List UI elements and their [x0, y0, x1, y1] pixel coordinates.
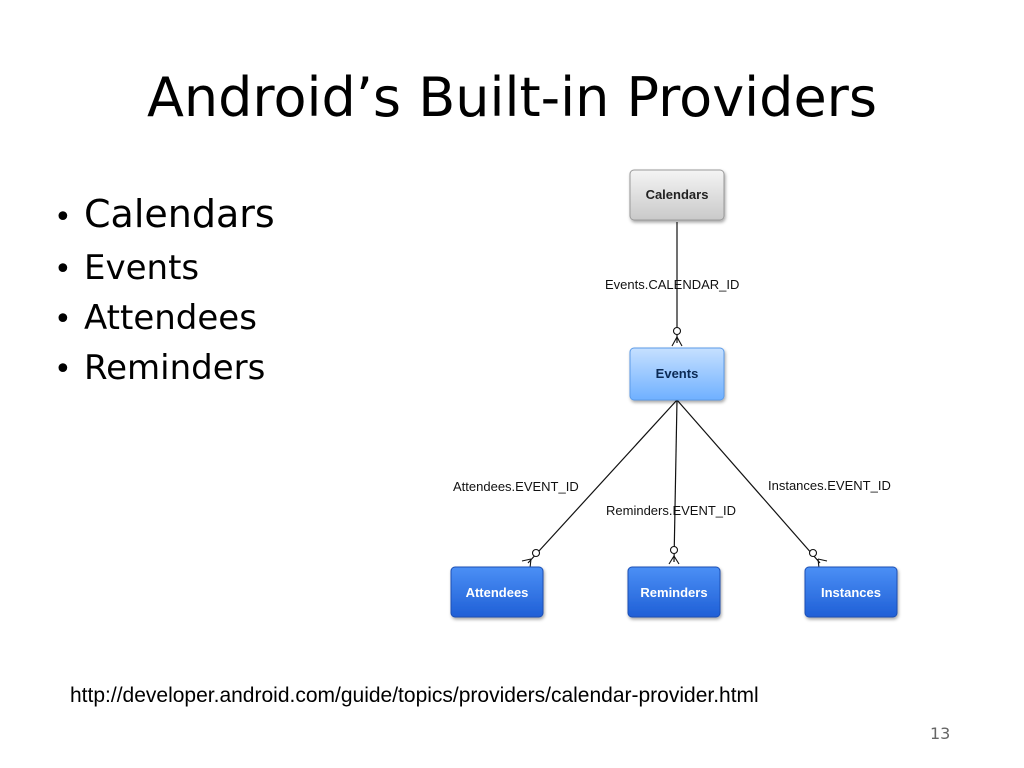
edge-line-events-attendees [527, 399, 678, 564]
bullet-dot: • [54, 352, 72, 387]
bullet-text: Calendars [84, 192, 275, 236]
bullet-item: • Calendars [54, 188, 275, 244]
bullet-text: Reminders [84, 348, 266, 388]
crowfoot-marker-attendees [521, 548, 541, 569]
edge-line-events-instances [676, 399, 821, 564]
edge-label-events-calendar-id: Events.CALENDAR_ID [605, 277, 739, 292]
node-instances: Instances [804, 566, 898, 618]
node-calendars-label: Calendars [646, 187, 709, 202]
node-attendees: Attendees [450, 566, 544, 618]
calendar-provider-diagram: Events.CALENDAR_ID Attendees.EVENT_ID Re… [450, 169, 898, 618]
edge-label-reminders-event-id: Reminders.EVENT_ID [606, 503, 736, 518]
bullet-text: Attendees [84, 298, 257, 338]
bullet-item: • Attendees [54, 294, 275, 344]
bullet-text: Events [84, 248, 200, 288]
node-attendees-label: Attendees [466, 585, 529, 600]
node-events-label: Events [656, 366, 699, 381]
crowfoot-marker-events [671, 326, 683, 347]
node-events: Events [629, 347, 725, 401]
edge-label-instances-event-id: Instances.EVENT_ID [768, 478, 891, 493]
bullet-item: • Events [54, 244, 275, 294]
slide-title: Android’s Built-in Providers [146, 66, 878, 129]
crowfoot-marker-reminders [668, 545, 680, 565]
bullet-list: • Calendars • Events • Attendees • Reminders [54, 188, 275, 394]
bullet-dot: • [54, 200, 72, 235]
page-number: 13 [930, 724, 951, 743]
node-instances-label: Instances [821, 585, 881, 600]
node-calendars: Calendars [629, 169, 725, 221]
node-reminders-label: Reminders [640, 585, 707, 600]
edge-line-events-reminders [673, 399, 678, 563]
source-url[interactable]: http://developer.android.com/guide/topic… [70, 684, 759, 707]
edge-label-attendees-event-id: Attendees.EVENT_ID [453, 479, 579, 494]
bullet-dot: • [54, 252, 72, 287]
bullet-dot: • [54, 302, 72, 337]
bullet-item: • Reminders [54, 344, 275, 394]
crowfoot-marker-instances [808, 548, 828, 569]
node-reminders: Reminders [627, 566, 721, 618]
